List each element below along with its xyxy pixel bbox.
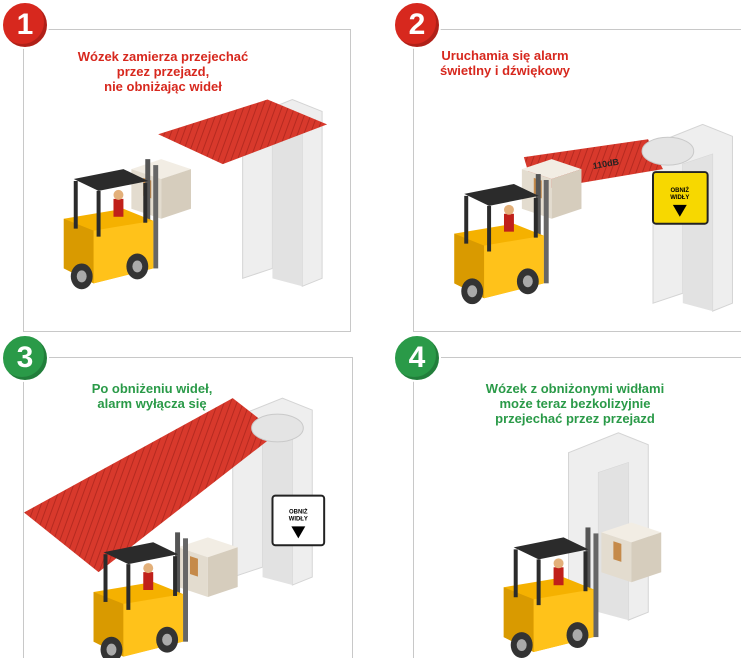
step-3-caption: Po obniżeniu wideł, alarm wyłącza się bbox=[62, 381, 242, 411]
caption-line: Wózek z obniżonymi widłami bbox=[460, 381, 690, 396]
caption-line: Wózek zamierza przejechać bbox=[58, 49, 268, 64]
step-1-caption: Wózek zamierza przejechać przez przejazd… bbox=[58, 49, 268, 94]
sign-text-line1: OBNIŻ bbox=[289, 508, 308, 515]
caption-line: Po obniżeniu wideł, bbox=[62, 381, 242, 396]
caption-line: Uruchamia się alarm bbox=[430, 48, 580, 63]
step-1-badge: 1 bbox=[1, 1, 49, 49]
caption-line: przejechać przez przejazd bbox=[460, 411, 690, 426]
sign-text-line2: WIDŁY bbox=[670, 195, 689, 201]
step-4-badge: 4 bbox=[393, 334, 441, 382]
sign-text-line1: OBNIŻ bbox=[671, 187, 690, 194]
alarm-device bbox=[252, 414, 304, 442]
caption-line: alarm wyłącza się bbox=[62, 396, 242, 411]
caption-line: nie obniżając wideł bbox=[58, 79, 268, 94]
step-4-caption: Wózek z obniżonymi widłami może teraz be… bbox=[460, 381, 690, 426]
step-2-caption: Uruchamia się alarm świetlny i dźwiękowy bbox=[430, 48, 580, 78]
alarm-device bbox=[642, 137, 694, 165]
caption-line: może teraz bezkolizyjnie bbox=[460, 396, 690, 411]
sign-text-line2: WIDŁY bbox=[289, 516, 308, 522]
step-2-badge: 2 bbox=[393, 1, 441, 49]
caption-line: świetlny i dźwiękowy bbox=[430, 63, 580, 78]
step-3-badge: 3 bbox=[1, 334, 49, 382]
caption-line: przez przejazd, bbox=[58, 64, 268, 79]
